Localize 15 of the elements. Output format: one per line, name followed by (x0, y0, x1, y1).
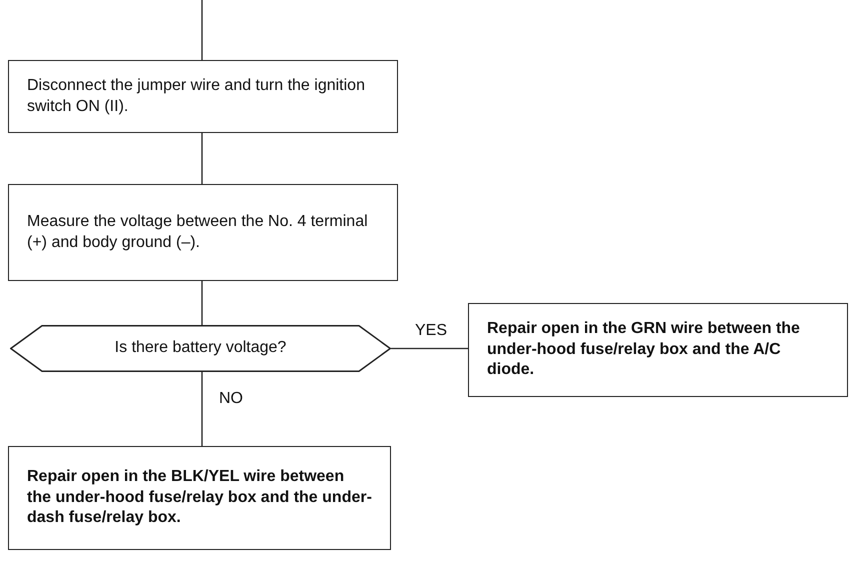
process-box (8, 184, 398, 281)
step-text: Measure the voltage between the No. 4 terminal (+) and body ground (–). (27, 212, 369, 252)
connector-line (201, 281, 203, 325)
step-text: Repair open in the GRN wire between the under-hood fuse/relay box and the A/C diode. (487, 318, 801, 380)
process-box (468, 303, 848, 397)
process-box (8, 446, 391, 550)
connector-line (391, 348, 468, 350)
connector-line (201, 0, 203, 60)
step-text: Repair open in the BLK/YEL wire between the under-hood fuse/relay box and the under-dash fuse/relay box. (27, 466, 372, 528)
decision-hexagon (10, 325, 391, 372)
process-box (8, 60, 398, 133)
step-text: Is there battery voltage? (114, 338, 286, 358)
connector-line (201, 372, 203, 446)
connector-line (201, 133, 203, 184)
step-text: Disconnect the jumper wire and turn the ignition switch ON (II). (27, 76, 366, 116)
